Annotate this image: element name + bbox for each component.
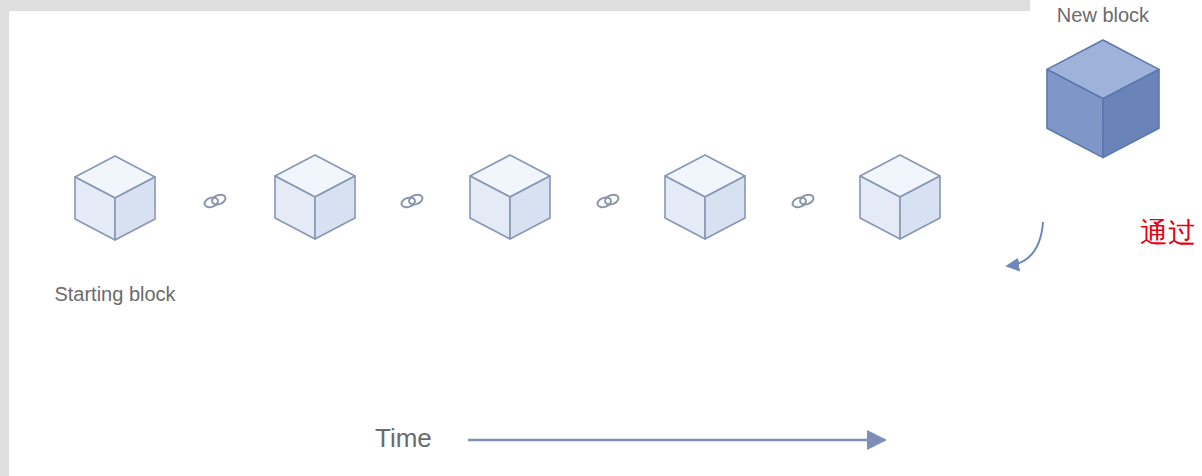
frame-left <box>0 0 9 476</box>
cube-face <box>705 176 745 239</box>
cube-face <box>510 176 550 239</box>
cube-face <box>1103 69 1159 157</box>
block-cubes <box>275 155 940 239</box>
new-block: New block <box>1044 4 1162 161</box>
cube-face <box>1047 69 1103 157</box>
chain-links <box>203 193 815 209</box>
block-label: Starting block <box>54 283 175 306</box>
cube-face <box>275 176 315 239</box>
frame-top <box>0 0 1030 11</box>
cube-icon <box>1044 37 1162 161</box>
append-arrow <box>1008 222 1043 266</box>
cube-face <box>900 176 940 239</box>
cube-face <box>115 177 155 240</box>
cube-icon <box>72 153 158 243</box>
cube-face <box>470 176 510 239</box>
cube-face <box>860 176 900 239</box>
axis-label: Time <box>375 423 432 454</box>
time-arrow <box>468 439 885 442</box>
cube-face <box>315 176 355 239</box>
cube-face <box>665 176 705 239</box>
block-label: New block <box>1057 4 1149 27</box>
starting-block: Starting block <box>54 153 175 306</box>
cube-face <box>75 177 115 240</box>
annotation-text: 通过 <box>1140 214 1196 252</box>
